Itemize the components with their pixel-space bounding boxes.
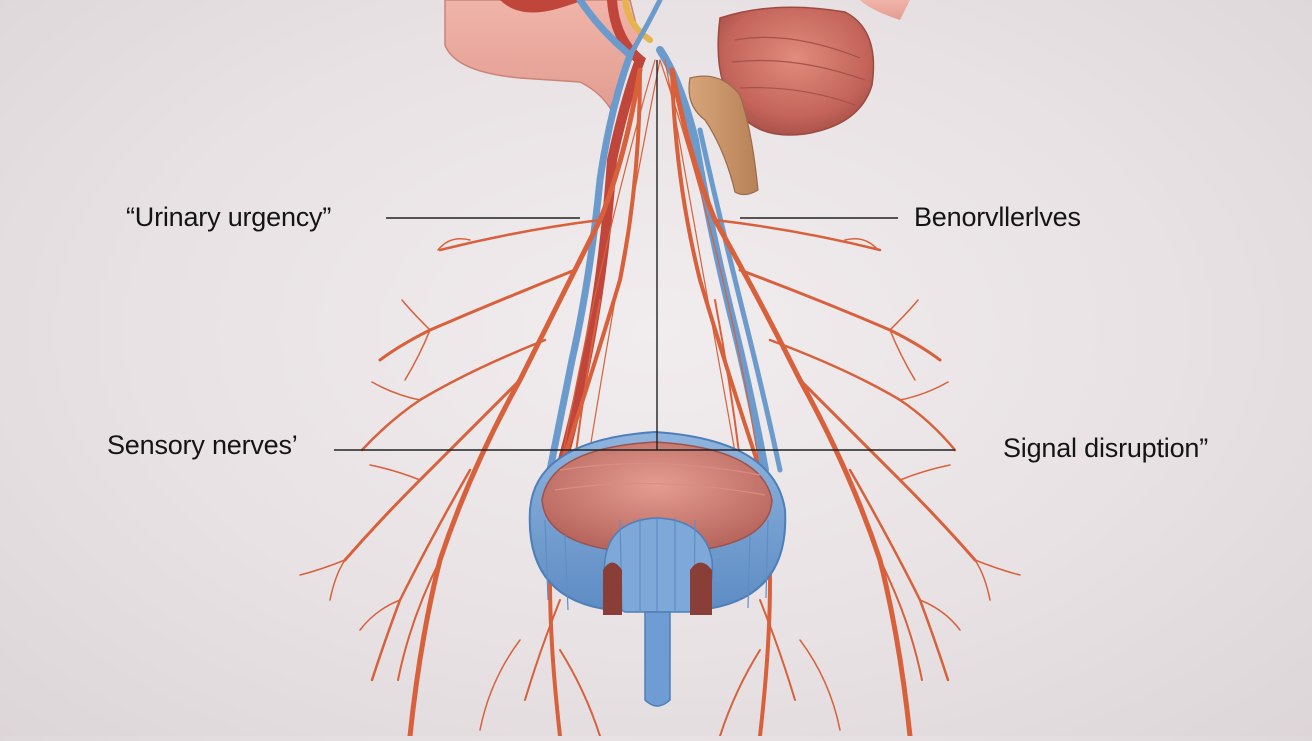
nerve-branch [360, 338, 547, 452]
nerve-branch [799, 639, 841, 731]
nerve-branch [919, 599, 961, 631]
nerve-branch [479, 639, 521, 731]
nerve-branch [899, 381, 949, 401]
nerve-branch [974, 559, 991, 601]
label-sensory-nerves: Sensory nerves’ [107, 430, 298, 460]
nerve-branch [397, 559, 441, 681]
nerve-branch [844, 238, 879, 251]
nerve-branch [343, 378, 522, 562]
nerve-branch [378, 268, 577, 362]
nerve-branch [798, 378, 977, 562]
nerve-branch [768, 338, 957, 452]
leader-lines [334, 60, 955, 451]
nerve-branch [974, 559, 1021, 576]
nerve-tree-icon [299, 59, 1021, 739]
nerve-branch [438, 218, 602, 252]
nerve-branch [713, 218, 882, 252]
nerve-branch [659, 59, 761, 471]
nerve-branch [889, 299, 919, 331]
nerve-branch [899, 464, 951, 481]
nerve-branch [369, 464, 421, 481]
nerve-branch [559, 59, 656, 471]
nerve-branch [437, 238, 471, 251]
nerve-branch [359, 599, 401, 631]
nerve-branch [299, 559, 346, 576]
kidney-organ-icon [444, 0, 910, 196]
nerve-branch [664, 59, 741, 481]
nerve-branch [407, 67, 643, 739]
nerve-branch [879, 559, 923, 681]
nerve-branch [401, 299, 431, 331]
nerve-branch [670, 68, 772, 738]
label-signal-disruption: Signal disruption” [1003, 433, 1209, 463]
nerve-branch [889, 329, 916, 381]
bladder-icon [528, 430, 787, 707]
nerve-branch [848, 468, 950, 682]
nerve-branch [370, 468, 472, 682]
nerve-branch [738, 268, 942, 362]
nerve-branch [584, 59, 661, 481]
label-urinary-urgency: “Urinary urgency” [126, 202, 332, 232]
nerve-branch [548, 68, 642, 738]
nerve-branch [759, 599, 796, 701]
nerve-branch [404, 329, 431, 381]
nerve-branch [371, 381, 421, 401]
nerve-branch [574, 299, 601, 461]
nerve-branch [719, 649, 761, 737]
label-nerves-top-right: Benorvllerlves [914, 202, 1081, 232]
nerve-branch [329, 559, 346, 601]
nerve-branch [524, 599, 561, 701]
nerve-branch [559, 649, 601, 737]
nerve-branch [714, 299, 741, 461]
